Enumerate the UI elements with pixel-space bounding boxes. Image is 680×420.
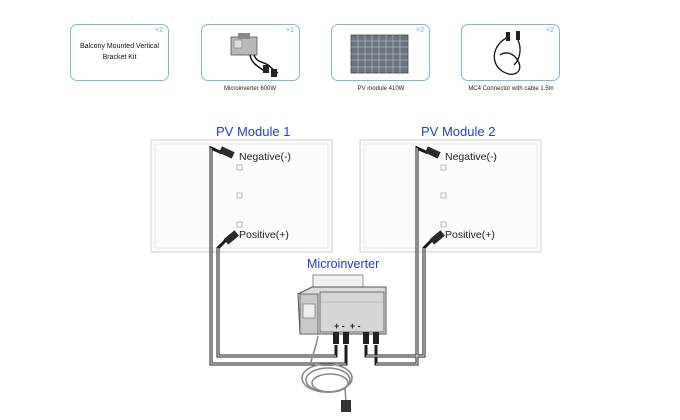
decorative-dots: · · · ·	[92, 14, 231, 20]
ac-plug-icon	[341, 400, 351, 412]
pv-module-2-title: PV Module 2	[421, 124, 496, 139]
microinverter-device	[297, 274, 387, 344]
card-bracket-kit: ×2 Balcony Mounted Vertical Bracket Kit	[70, 24, 169, 81]
caption-pv-module: PV module 410W	[357, 86, 405, 92]
caption-mc4-cable: MC4 Connector with cable 1.5m	[468, 86, 554, 92]
module2-positive-label: Positive(+)	[445, 229, 495, 241]
module1-negative-label: Negative(-)	[239, 151, 291, 163]
card-mc4-cable: ×2	[461, 24, 560, 81]
card-pv-module: ×2	[331, 24, 430, 81]
quantity-badge: ×2	[416, 27, 424, 34]
pv-module-1-title: PV Module 1	[216, 124, 291, 139]
pv-module-1	[150, 139, 333, 253]
microinverter-title: Microinverter	[307, 257, 380, 271]
microinverter-icon	[230, 33, 279, 77]
terminal-polarity-label: + - + -	[334, 321, 361, 331]
bracket-kit-text: Balcony Mounted Vertical Bracket Kit	[80, 43, 159, 61]
caption-microinverter: Microinverter 600W	[223, 86, 276, 92]
solar-panel-icon	[350, 34, 409, 74]
quantity-badge: ×1	[286, 27, 294, 34]
cable-icon	[493, 31, 521, 75]
pv-module-2	[359, 139, 542, 253]
module1-positive-label: Positive(+)	[239, 229, 289, 241]
module2-negative-label: Negative(-)	[445, 151, 497, 163]
card-microinverter: ×1	[201, 24, 300, 81]
ac-cable-coil	[301, 335, 353, 403]
quantity-badge: ×2	[155, 27, 163, 34]
mc4-connectors	[218, 146, 445, 245]
quantity-badge: ×2	[546, 27, 554, 34]
